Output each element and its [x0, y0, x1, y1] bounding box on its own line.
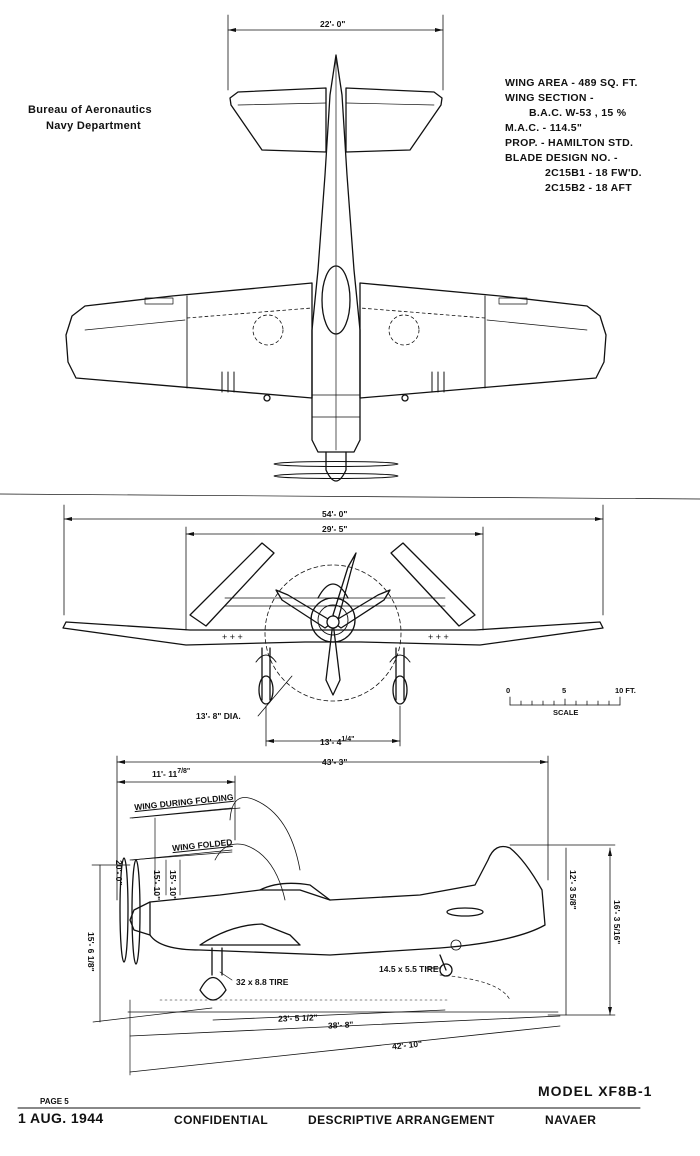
spec-prop: PROP. - HAMILTON STD.	[505, 137, 634, 149]
spec-blade-fwd: 2C15B1 - 18 FW'D.	[545, 167, 642, 179]
model-label: MODEL XF8B-1	[538, 1083, 653, 1099]
front-view: + + + + + +	[63, 505, 603, 746]
scale-tick-10: 10 FT.	[615, 686, 636, 695]
svg-text:+ + +: + + +	[428, 632, 449, 642]
plan-view	[66, 15, 606, 481]
scale-label: SCALE	[553, 708, 579, 717]
footer-agency: NAVAER	[545, 1113, 597, 1127]
label-tail-tire: 14.5 x 5.5 TIRE	[379, 964, 439, 974]
spec-mac: M.A.C. - 114.5"	[505, 122, 583, 134]
footer-classification: CONFIDENTIAL	[174, 1113, 269, 1127]
dim-tail-height-b: 16'- 3 5/16"	[612, 900, 622, 945]
dim-fold-height: 20'- 0"	[114, 860, 124, 886]
scale-bar	[510, 697, 620, 705]
spec-blade-aft: 2C15B2 - 18 AFT	[545, 182, 632, 194]
department-label: Navy Department	[46, 120, 141, 132]
dim-tail-span: 22'- 0"	[320, 19, 346, 29]
dim-wing-span: 54'- 0"	[322, 509, 348, 519]
dim-wheelbase-a: 23'- 5 1/2"	[277, 1012, 318, 1024]
footer-title: DESCRIPTIVE ARRANGEMENT	[308, 1113, 495, 1127]
dim-prop-height: 15'- 6 1/8"	[86, 932, 96, 972]
label-main-tire: 32 x 8.8 TIRE	[236, 977, 289, 987]
wing-front	[63, 622, 603, 645]
dim-overall-length: 43'- 3"	[322, 757, 348, 767]
spec-block: WING AREA - 489 SQ. FT. WING SECTION - B…	[505, 76, 642, 196]
scale-tick-0: 0	[506, 686, 511, 695]
dim-prop-dia: 13'- 8" DIA.	[196, 711, 241, 721]
bureau-label: Bureau of Aeronautics	[28, 104, 152, 116]
dim-folded-span: 29'- 5"	[322, 524, 348, 534]
footer-date: 1 AUG. 1944	[18, 1110, 104, 1126]
fuselage-side	[150, 847, 545, 956]
spec-section-value: B.A.C. W-53 , 15 %	[529, 107, 627, 119]
scale-tick-5: 5	[562, 686, 567, 695]
spec-blade-design: BLADE DESIGN NO. -	[505, 152, 618, 164]
side-view	[92, 756, 615, 1075]
spec-wing-area: WING AREA - 489 SQ. FT.	[505, 77, 638, 89]
dim-tail-height-a: 12'- 3 5/8"	[568, 870, 578, 910]
dim-fold-sub2: 15'- 10"	[168, 870, 178, 901]
spec-wing-section: WING SECTION -	[505, 92, 594, 104]
page-number: PAGE 5	[40, 1097, 69, 1106]
dim-nose-to-fold: 11'- 117/8"	[152, 768, 191, 779]
dim-wheelbase-b: 38'- 8"	[327, 1019, 354, 1031]
wing-plan	[66, 283, 312, 398]
fuselage-plan	[312, 55, 360, 452]
dim-tread: 13'- 41/4"	[320, 736, 355, 747]
horizontal-tail	[230, 88, 326, 152]
dim-fold-sub1: 15'- 10"	[152, 870, 162, 901]
svg-text:+ + +: + + +	[222, 632, 243, 642]
